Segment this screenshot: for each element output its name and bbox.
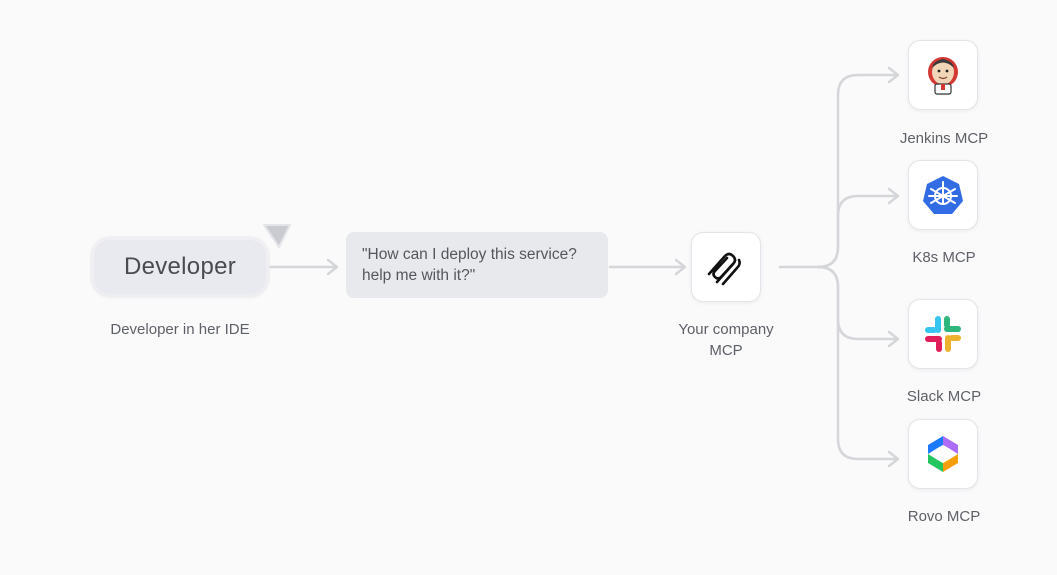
developer-label: Developer [123,253,237,280]
k8s-mcp-card [908,160,978,230]
company-mcp-caption: Your company MCP [678,321,774,359]
rovo-icon [928,436,958,472]
arrow-to-rovo [816,265,899,461]
target-label-slack: Slack MCP [906,388,982,405]
target-label-k8s: K8s MCP [912,249,976,266]
cursor-pointer-icon [263,224,291,248]
rovo-mcp-card [908,419,978,489]
arrow-company-to-branch [778,73,899,269]
jenkins-mcp-card [908,40,978,110]
target-label-rovo: Rovo MCP [907,508,981,525]
paperclip-spiral-icon [707,252,741,286]
jenkins-icon [928,57,958,95]
developer-caption: Developer in her IDE [110,321,250,338]
kubernetes-icon [923,176,963,214]
company-mcp-card [691,232,761,302]
target-label-jenkins: Jenkins MCP [899,130,989,147]
developer-node: Developer [94,240,266,294]
query-bubble: "How can I deploy this service? help me … [346,232,608,298]
arrow-to-k8s [816,194,899,269]
slack-icon [925,316,961,352]
arrow-to-slack [816,265,899,341]
slack-mcp-card [908,299,978,369]
